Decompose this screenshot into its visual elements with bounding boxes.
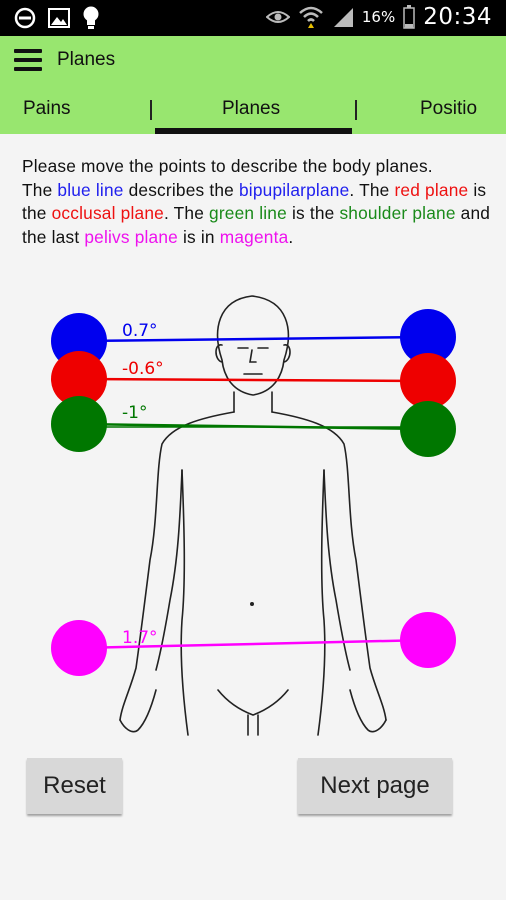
bipupilar-term: bipupilarplane: [238, 179, 350, 200]
bipupilar-angle-label: 0.7°: [122, 321, 158, 341]
battery-icon: [403, 5, 415, 29]
planes-layer: 0.7° -0.6° -1° 1.7°: [51, 309, 456, 676]
green-line-term: green line: [209, 203, 287, 223]
status-left-icons: [14, 6, 100, 30]
signal-icon: [333, 8, 353, 27]
text-segment: is the: [22, 179, 487, 224]
battery-percent: 16%: [361, 8, 396, 26]
bipupilar-right-handle[interactable]: [400, 309, 456, 365]
tab-planes[interactable]: Planes: [222, 98, 281, 119]
occlusal-term: occlusal plane: [51, 203, 164, 223]
shoulder-right-handle[interactable]: [400, 401, 456, 457]
pelvis-left-handle[interactable]: [51, 620, 107, 676]
pelvis-right-handle[interactable]: [400, 612, 456, 668]
eye-icon: [265, 11, 290, 23]
text-segment: describes the: [123, 179, 239, 200]
pelvis-plane-line: [78, 638, 429, 650]
tab-pains[interactable]: Pains: [23, 98, 71, 119]
blue-line-term: blue line: [57, 179, 124, 200]
text-segment: .: [288, 226, 294, 247]
body-outline: [119, 295, 387, 736]
pelvis-term: pelivs plane: [84, 226, 178, 247]
bipupilar-plane-line: [78, 335, 429, 343]
text-segment: . The: [163, 203, 210, 223]
intro-text: Please move the points to describe the b…: [22, 156, 433, 176]
clock: 20:34: [423, 4, 492, 30]
tab-divider: [355, 100, 357, 120]
text-segment: . The: [349, 179, 395, 200]
page-title: Planes: [57, 49, 116, 70]
text-segment: is the: [286, 203, 340, 223]
image-icon: [48, 8, 70, 28]
wifi-icon: [299, 6, 323, 28]
status-bar: 16% 20:34: [0, 0, 506, 36]
magenta-term: magenta: [219, 226, 289, 247]
red-plane-term: red plane: [394, 179, 469, 200]
pelvis-angle-label: 1.7°: [122, 628, 158, 648]
instructions-text: Please move the points to describe the b…: [22, 155, 492, 249]
shoulder-angle-label: -1°: [122, 403, 147, 423]
next-page-button[interactable]: Next page: [298, 758, 452, 814]
tab-divider: [150, 100, 152, 120]
shoulder-plane-line: [78, 422, 429, 431]
text-segment: and the last: [22, 203, 491, 247]
dnd-icon: [14, 7, 36, 29]
occlusal-right-handle[interactable]: [400, 353, 456, 409]
text-segment: The: [22, 179, 58, 200]
tab-selected-indicator: [155, 128, 352, 134]
bulb-icon: [83, 6, 99, 29]
occlusal-angle-label: -0.6°: [122, 359, 164, 379]
action-bar: Planes: [0, 36, 506, 84]
tab-positio[interactable]: Positio: [420, 98, 478, 119]
shoulder-left-handle[interactable]: [51, 396, 107, 452]
occlusal-left-handle[interactable]: [51, 351, 107, 407]
reset-button[interactable]: Reset: [27, 758, 122, 814]
text-segment: is in: [178, 226, 220, 247]
status-right-icons: 16% 20:34: [265, 4, 492, 30]
navel: [250, 602, 254, 606]
occlusal-plane-line: [78, 377, 429, 383]
hamburger-menu-icon[interactable]: [14, 49, 42, 71]
tab-bar: Pains Planes Positio: [0, 84, 506, 134]
shoulder-term: shoulder plane: [339, 203, 456, 223]
